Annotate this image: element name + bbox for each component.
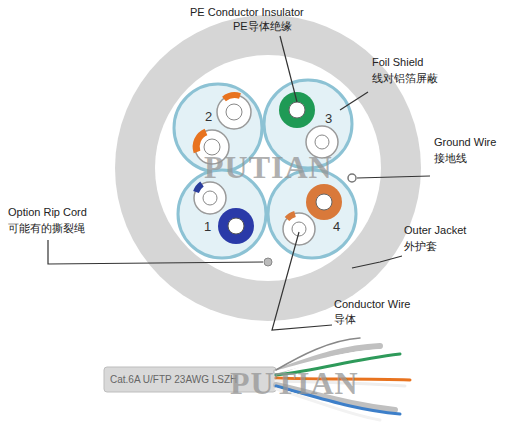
cable-marking: Cat.6A U/FTP 23AWG LSZH [110,373,237,386]
callout-label: 可能有的撕裂绳 [8,222,85,235]
callout-label: PE Conductor Insulator [190,6,304,19]
callout-number: 1 [204,220,211,233]
callout-label: 线对铝箔屏蔽 [372,72,438,85]
callout-label: Outer Jacket [404,224,466,237]
callout-label: Ground Wire [434,136,496,149]
callout-label: 接地线 [434,152,467,165]
callout-label: Conductor Wire [334,298,410,311]
callout-label: 导体 [334,313,356,326]
callout-label: Option Rip Cord [8,206,87,219]
callout-number: 4 [333,220,340,233]
callout-label: PE导体绝缘 [233,20,292,33]
callout-label: Foil Shield [372,56,423,69]
watermark: PUTIAN [204,150,333,184]
callout-number: 2 [205,110,212,123]
callout-number: 3 [325,112,332,125]
watermark: PUTIAN [230,366,359,400]
callout-label: 外护套 [404,240,437,253]
